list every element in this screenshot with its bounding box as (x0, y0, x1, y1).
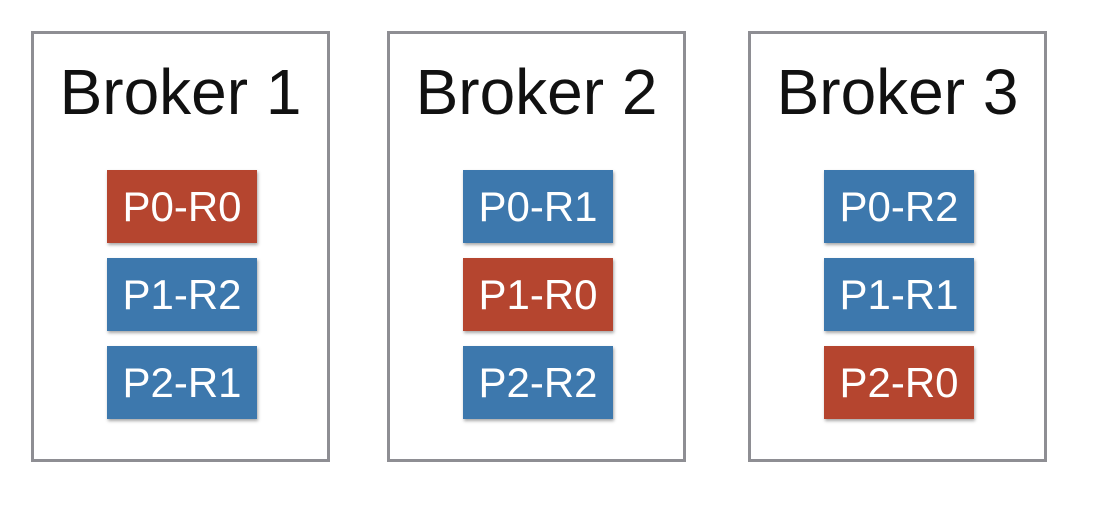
replica-block: P2-R2 (463, 346, 613, 419)
replica-block: P0-R0 (107, 170, 257, 243)
broker-title: Broker 2 (415, 56, 658, 128)
replica-block: P1-R1 (824, 258, 974, 331)
broker-box-1: Broker 1 P0-R0 P1-R2 P2-R1 (31, 31, 330, 462)
replica-block: P1-R2 (107, 258, 257, 331)
broker-title: Broker 1 (59, 56, 302, 128)
replica-block: P2-R1 (107, 346, 257, 419)
replica-block: P2-R0 (824, 346, 974, 419)
broker-box-2: Broker 2 P0-R1 P1-R0 P2-R2 (387, 31, 686, 462)
replica-block: P0-R1 (463, 170, 613, 243)
broker-title: Broker 3 (776, 56, 1019, 128)
replica-block: P0-R2 (824, 170, 974, 243)
broker-box-3: Broker 3 P0-R2 P1-R1 P2-R0 (748, 31, 1047, 462)
replica-block: P1-R0 (463, 258, 613, 331)
